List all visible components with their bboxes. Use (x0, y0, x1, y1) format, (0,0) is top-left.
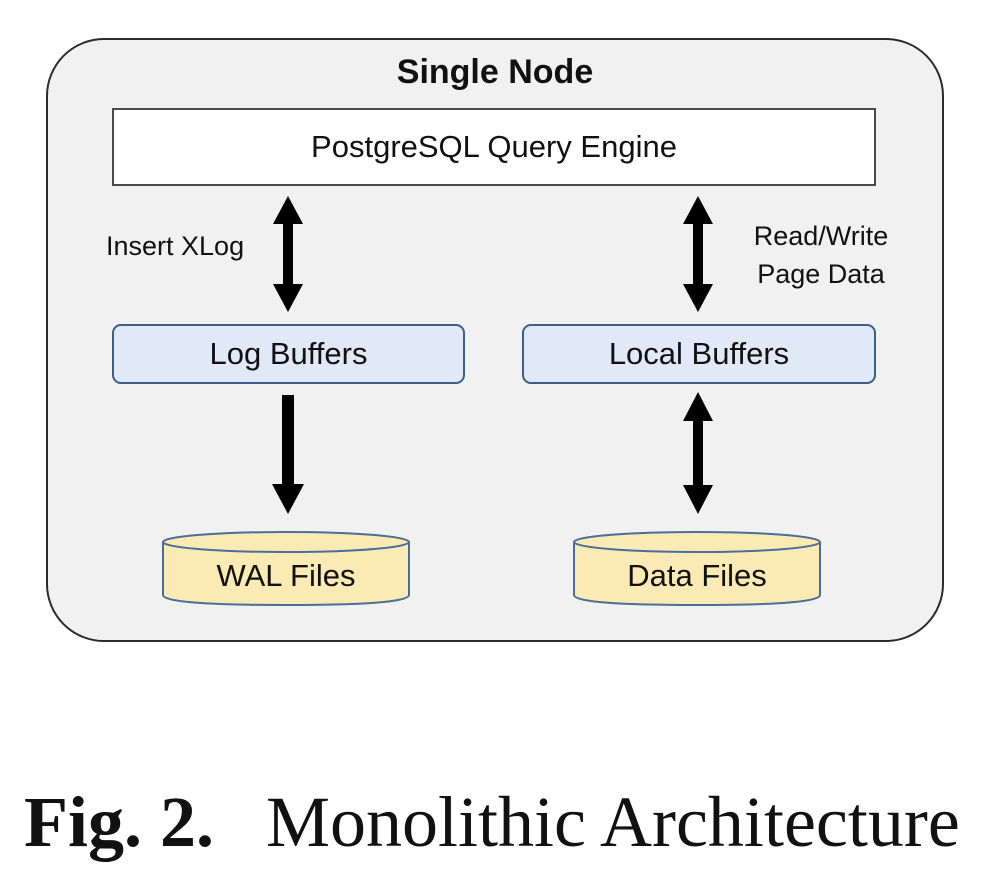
arrow-log-buffers-wal-files (272, 395, 304, 514)
double-arrow-local-buffers-data-files (683, 392, 713, 514)
wal-files-cylinder: WAL Files (162, 531, 410, 607)
insert-xlog-label: Insert XLog (106, 231, 245, 261)
figure-title: Monolithic Architecture (265, 782, 960, 862)
read-write-label-line: Read/Write (753, 221, 889, 251)
postgresql-query-engine-label: PostgreSQL Query Engine (311, 129, 677, 164)
log-buffers-box: Log Buffers (112, 324, 465, 384)
figure-caption: Fig. 2. Monolithic Architecture (24, 776, 976, 868)
double-arrow-engine-local-buffers (683, 196, 713, 312)
single-node-title: Single Node (396, 53, 594, 91)
postgresql-query-engine-box: PostgreSQL Query Engine (112, 108, 876, 186)
page-data-label-line: Page Data (757, 259, 885, 289)
data-files-cylinder: Data Files (573, 531, 821, 607)
double-arrow-engine-log-buffers (273, 196, 303, 312)
wal-files-label: WAL Files (217, 558, 356, 593)
data-files-label: Data Files (627, 558, 767, 593)
local-buffers-box: Local Buffers (522, 324, 876, 384)
figure-number: Fig. 2. (24, 782, 214, 862)
read-write-page-data-label: Read/Write Page Data (736, 217, 906, 293)
